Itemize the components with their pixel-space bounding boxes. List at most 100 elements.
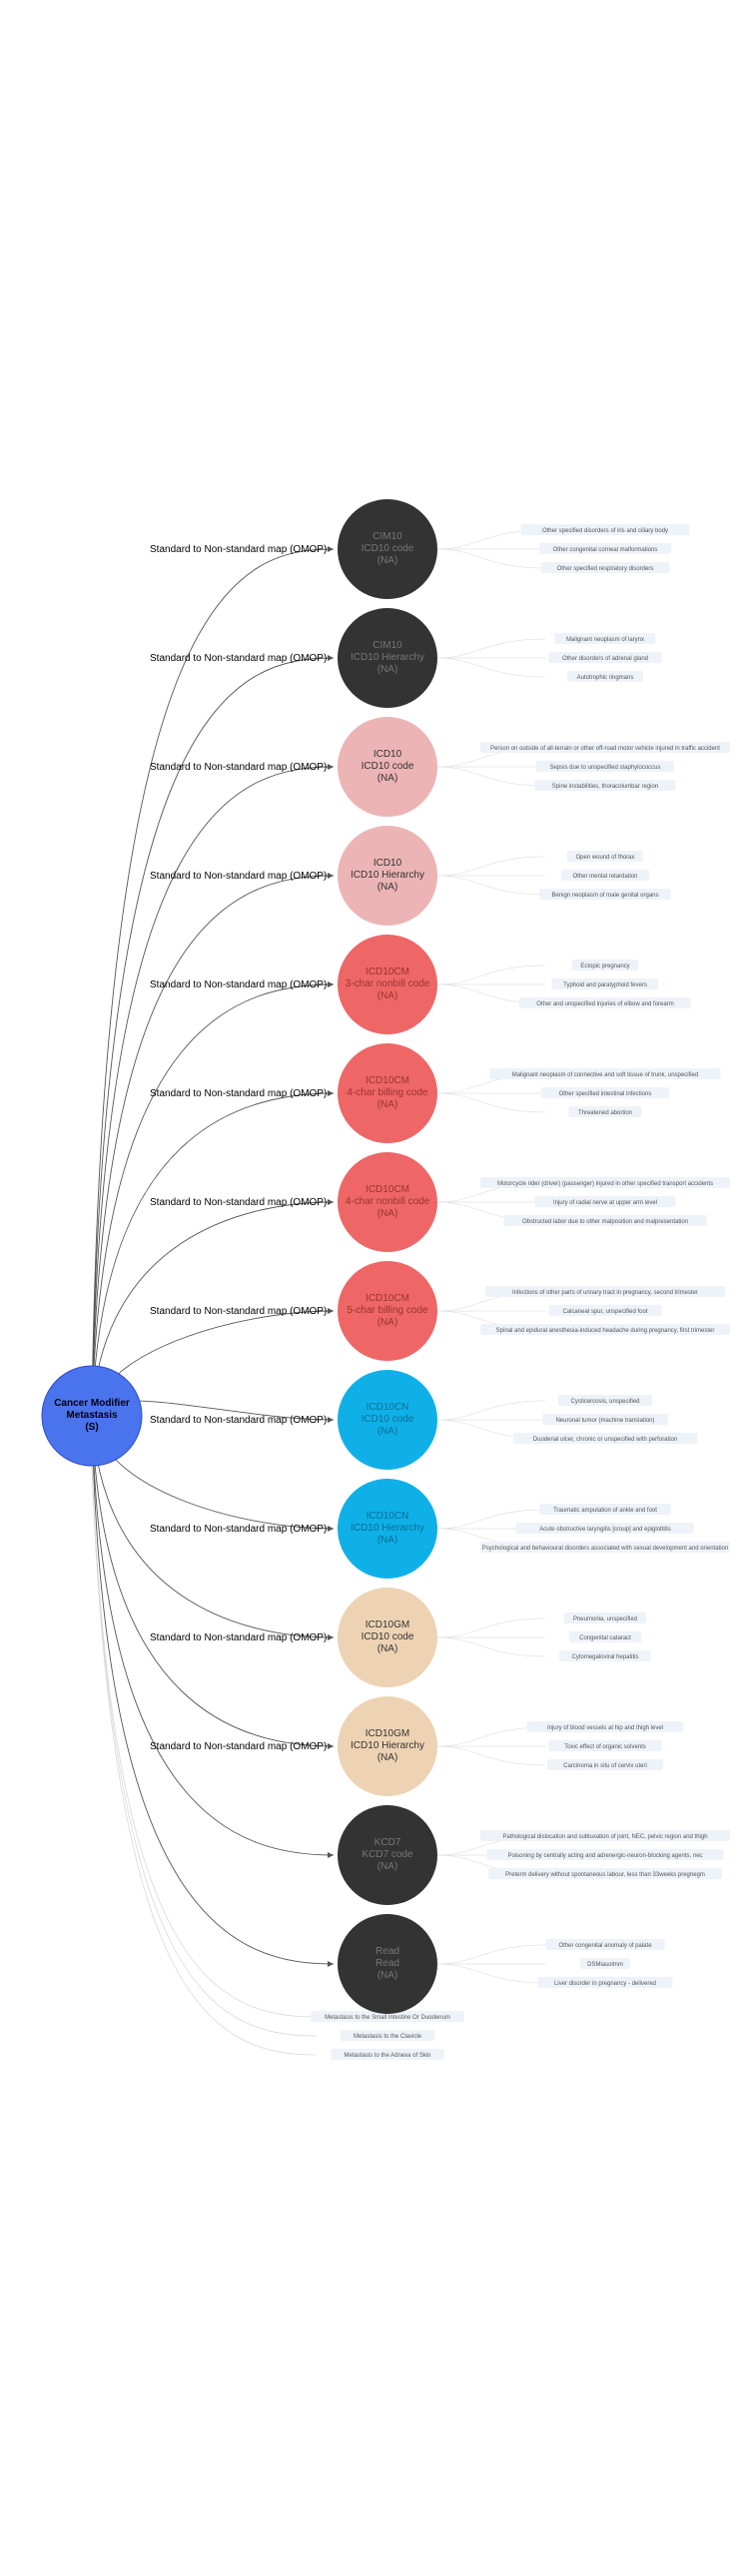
leaf-label: Obstructed labor due to other malpositio… xyxy=(522,1219,688,1225)
leaf-pill[interactable] xyxy=(518,997,692,1008)
target-node-circle[interactable] xyxy=(338,1805,437,1905)
leaf-pill[interactable] xyxy=(487,1868,723,1879)
root-leaf-pill[interactable] xyxy=(311,2011,464,2022)
target-node-label: ICD10 code xyxy=(362,1631,414,1642)
leaf-pill[interactable] xyxy=(571,960,639,970)
leaf-pill[interactable] xyxy=(540,1087,670,1098)
root-leaf-edge xyxy=(91,1465,317,2037)
leaf-pill[interactable] xyxy=(546,1759,664,1770)
leaf-pill[interactable] xyxy=(567,671,643,682)
leaf-pill[interactable] xyxy=(489,1068,721,1079)
leaf-pill[interactable] xyxy=(548,1305,662,1316)
target-node-circle[interactable] xyxy=(338,717,437,817)
leaf-pill[interactable] xyxy=(567,851,643,862)
target-node-circle[interactable] xyxy=(338,1914,437,2014)
leaf-label: Pathological dislocation and subluxation… xyxy=(502,1834,707,1840)
leaf-pill[interactable] xyxy=(537,1977,673,1988)
leaf-pill[interactable] xyxy=(580,1958,630,1969)
root-node-label: (S) xyxy=(85,1422,98,1433)
target-node-circle[interactable] xyxy=(338,1370,437,1470)
leaf-label: Duodenal ulcer, chronic or unspecified w… xyxy=(533,1437,677,1443)
target-node-circle[interactable] xyxy=(338,608,437,708)
leaf-edge xyxy=(436,657,546,678)
map-edge xyxy=(91,766,335,1417)
target-node-label: ICD10CM xyxy=(366,966,409,977)
leaf-edge xyxy=(436,1400,546,1421)
map-edge xyxy=(91,1415,335,1965)
leaf-label: Poisoning by centrally acting and adrene… xyxy=(507,1853,702,1859)
leaf-pill[interactable] xyxy=(480,1542,730,1553)
leaf-pill[interactable] xyxy=(539,543,671,554)
leaf-pill[interactable] xyxy=(480,1324,730,1335)
leaf-pill[interactable] xyxy=(568,1106,642,1117)
leaf-pill[interactable] xyxy=(542,1414,668,1425)
leaf-pill[interactable] xyxy=(536,761,674,772)
root-leaf-pill[interactable] xyxy=(340,2030,435,2041)
leaf-label: Other specified respiratory disorders xyxy=(557,566,654,572)
target-node-circle[interactable] xyxy=(338,1152,437,1252)
leaf-pill[interactable] xyxy=(548,1740,662,1751)
target-node-circle[interactable] xyxy=(338,1261,437,1361)
leaf-pill[interactable] xyxy=(554,633,656,644)
target-node-circle[interactable] xyxy=(338,1588,437,1687)
leaf-pill[interactable] xyxy=(539,889,671,900)
edge-arrowhead xyxy=(328,1199,334,1205)
leaf-pill[interactable] xyxy=(563,1612,647,1623)
leaf-pill[interactable] xyxy=(545,1939,665,1950)
target-node-label: ICD10CM xyxy=(366,1293,409,1304)
leaf-pill[interactable] xyxy=(559,1650,651,1661)
leaf-edge xyxy=(436,856,546,877)
leaf-pill[interactable] xyxy=(557,1395,653,1406)
root-node-circle[interactable] xyxy=(41,1365,143,1467)
target-node-label: 4-char nonbill code xyxy=(346,1196,430,1207)
leaf-pill[interactable] xyxy=(520,524,690,535)
leaf-pill[interactable] xyxy=(548,652,662,663)
leaf-pill[interactable] xyxy=(503,1215,707,1226)
target-node-label: ICD10CN xyxy=(367,1402,409,1413)
leaf-pill[interactable] xyxy=(539,1504,671,1515)
leaf-pill[interactable] xyxy=(486,1849,724,1860)
leaf-pill[interactable] xyxy=(560,870,650,881)
root-leaf-pill[interactable] xyxy=(331,2049,444,2060)
leaf-edge xyxy=(436,965,546,985)
edge-arrowhead xyxy=(328,1308,334,1314)
leaf-pill[interactable] xyxy=(512,1433,698,1444)
target-node-circle[interactable] xyxy=(338,935,437,1034)
target-node-circle[interactable] xyxy=(338,1696,437,1796)
leaf-pill[interactable] xyxy=(515,1523,695,1534)
target-node-circle[interactable] xyxy=(338,826,437,926)
leaf-pill[interactable] xyxy=(534,780,676,791)
target-node-circle[interactable] xyxy=(338,1043,437,1143)
leaf-edge xyxy=(436,766,546,787)
leaf-pill[interactable] xyxy=(551,978,659,989)
edge-label: Standard to Non-standard map (OMOP) xyxy=(150,653,327,664)
leaf-label: Liver disorder in pregnancy - delivered xyxy=(554,1981,656,1987)
leaf-pill[interactable] xyxy=(568,1631,642,1642)
leaf-pill[interactable] xyxy=(484,1286,726,1297)
target-node-circle[interactable] xyxy=(338,499,437,599)
leaf-pill[interactable] xyxy=(480,1830,730,1841)
leaf-pill[interactable] xyxy=(540,562,670,573)
leaf-pill[interactable] xyxy=(480,742,730,753)
leaf-pill[interactable] xyxy=(534,1196,676,1207)
edge-label: Standard to Non-standard map (OMOP) xyxy=(150,1306,327,1317)
leaf-pill[interactable] xyxy=(480,1177,730,1188)
leaf-pill[interactable] xyxy=(526,1721,684,1732)
target-node-circle[interactable] xyxy=(338,1479,437,1579)
target-node-label: ICD10 xyxy=(373,749,402,760)
